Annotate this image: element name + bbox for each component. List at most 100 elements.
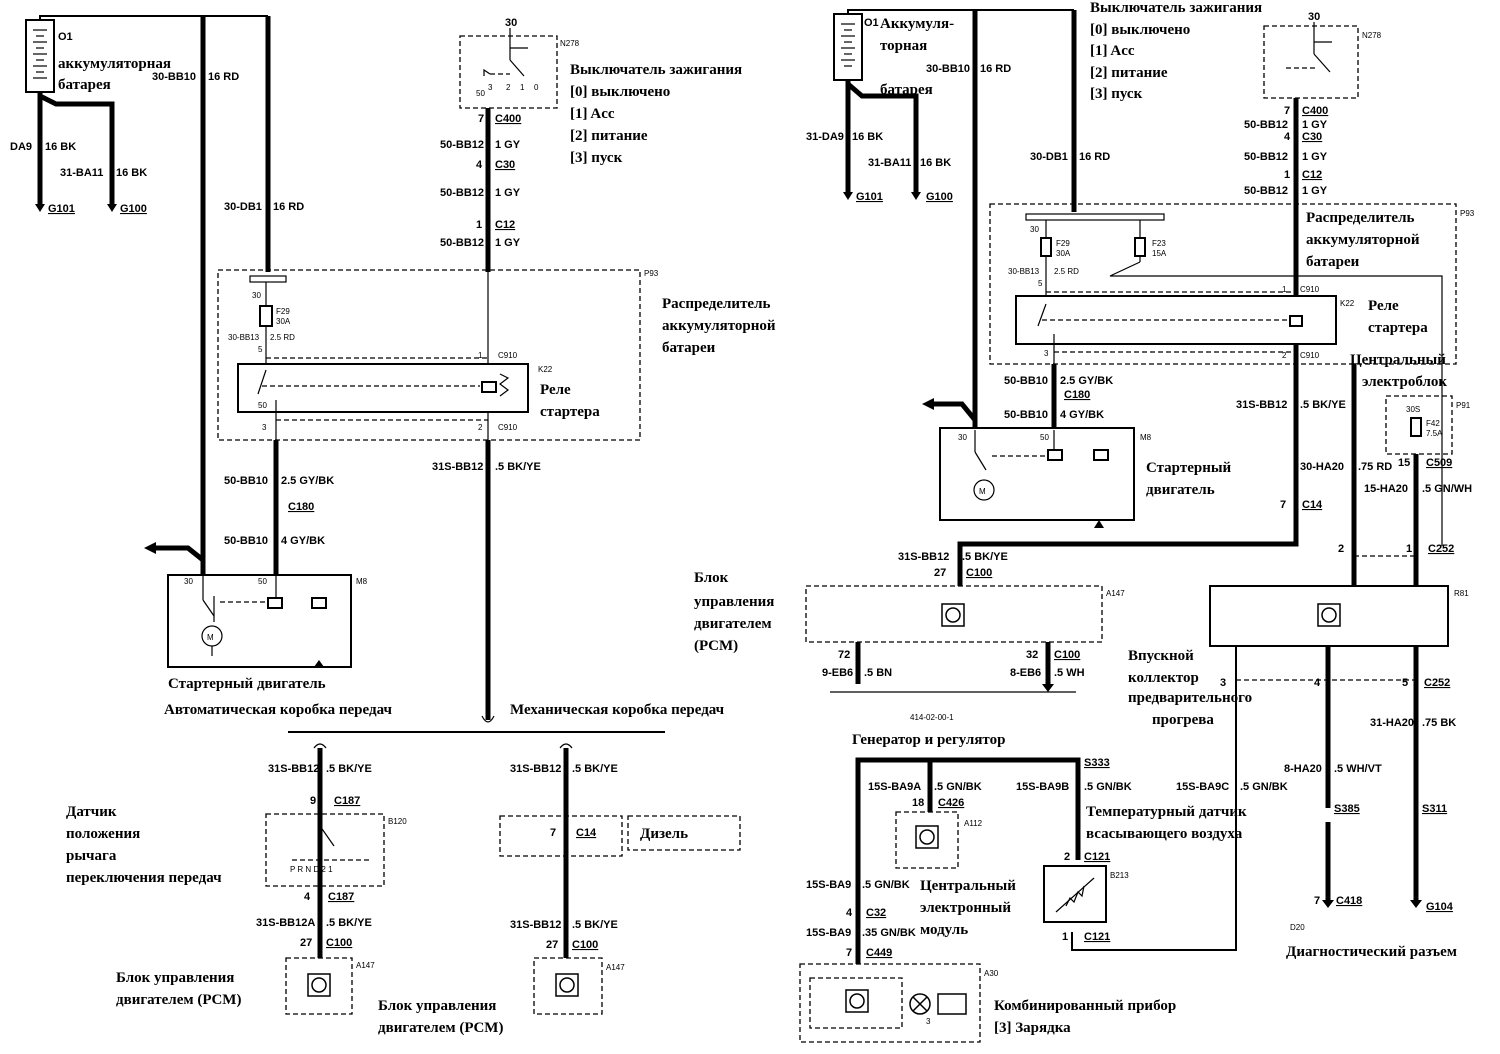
wire: 31S-BB12 bbox=[898, 551, 949, 563]
ref-P93: P93 bbox=[644, 269, 659, 278]
wire: 15S-BA9B bbox=[1016, 781, 1069, 793]
manual-transmission-label: Механическая коробка передач bbox=[510, 702, 725, 718]
connector-C252: C252 bbox=[1424, 677, 1450, 689]
connector-C252: C252 bbox=[1428, 543, 1454, 555]
b120-label: Датчик bbox=[66, 804, 117, 820]
wire-spec: 16 RD bbox=[1079, 151, 1110, 163]
wire: 8-EB6 bbox=[1010, 667, 1041, 679]
pin: 30S bbox=[1406, 405, 1420, 414]
ref-P93: P93 bbox=[1460, 209, 1475, 218]
diagnostic-connector-label: Диагностический разъем bbox=[1286, 944, 1457, 960]
ignition-state: [3] пуск bbox=[1090, 86, 1143, 102]
auto-transmission-label: Автоматическая коробка передач bbox=[164, 702, 392, 718]
pin: 30 bbox=[1308, 11, 1320, 23]
p93-label: батареи bbox=[1306, 254, 1360, 270]
pin: 1 bbox=[1282, 285, 1287, 294]
wire-spec: .5 GN/BK bbox=[934, 781, 982, 793]
relay-label: Реле bbox=[1368, 298, 1399, 314]
cem-label: электронный bbox=[920, 900, 1011, 916]
ref-M8: M8 bbox=[1140, 433, 1152, 442]
wire-spec: .5 BK/YE bbox=[962, 551, 1008, 563]
wire: 15S-BA9C bbox=[1176, 781, 1229, 793]
connector-C14: C14 bbox=[1302, 499, 1323, 511]
starter-motor-label: Стартерный двигатель bbox=[168, 676, 326, 692]
cebl-label: электроблок bbox=[1362, 374, 1447, 390]
connector: C910 bbox=[498, 423, 518, 432]
inlet-label: коллектор bbox=[1128, 670, 1199, 686]
fuse-F42: F42 bbox=[1426, 419, 1440, 428]
ignition-title: Выключатель зажигания bbox=[570, 62, 742, 78]
pin: 50 bbox=[258, 577, 267, 586]
pin: 7 bbox=[478, 113, 484, 125]
battery-label: Аккумуля- bbox=[880, 16, 954, 32]
ref-A147: A147 bbox=[606, 963, 625, 972]
pin: 32 bbox=[1026, 649, 1038, 661]
wire-spec: 1 GY bbox=[1302, 185, 1328, 197]
charge-label: [3] Зарядка bbox=[994, 1020, 1071, 1036]
wire: 30-DB1 bbox=[1030, 151, 1068, 163]
wire: 15S-BA9 bbox=[806, 927, 851, 939]
module-A112 bbox=[895, 811, 959, 869]
pcm-A147-manual: A147 Блок управления двигателем (PCM) bbox=[378, 957, 625, 1036]
fuse-F29: F29 bbox=[1056, 239, 1070, 248]
pin: 2 bbox=[478, 423, 483, 432]
ignition-state-2: [2] питание bbox=[570, 128, 648, 144]
pin: 3 bbox=[1044, 349, 1049, 358]
wire-spec: 16 RD bbox=[208, 71, 239, 83]
wire: 50-BB10 bbox=[1004, 409, 1048, 421]
wire-spec: .5 GN/BK bbox=[1084, 781, 1132, 793]
b120-label: положения bbox=[66, 826, 140, 842]
pin: 2 bbox=[1338, 543, 1344, 555]
wire: 30-BB10 bbox=[926, 63, 970, 75]
wire: 50-BB10 bbox=[1004, 375, 1048, 387]
p93-label: аккумуляторной bbox=[662, 318, 776, 334]
pin: 7 bbox=[1314, 895, 1320, 907]
pin: 27 bbox=[934, 567, 946, 579]
connector-C30: C30 bbox=[495, 159, 515, 171]
pin: 1 bbox=[476, 219, 482, 231]
ref-A147: A147 bbox=[356, 961, 375, 970]
diesel-label: Дизель bbox=[640, 826, 688, 842]
pin: 2 bbox=[1282, 351, 1287, 360]
p93-label: батареи bbox=[662, 340, 716, 356]
cem-label: Центральный bbox=[920, 878, 1016, 894]
right-diagram: O1 Аккумуля- торная батарея 30-BB10 16 R… bbox=[694, 0, 1475, 1043]
pcm-label: (PCM) bbox=[694, 638, 738, 654]
wire: 31S-BB12 bbox=[432, 461, 483, 473]
pin: 1 bbox=[1284, 169, 1290, 181]
ignition-state: [1] Acc bbox=[1090, 43, 1135, 59]
pin: 9 bbox=[310, 795, 316, 807]
splice-S333: S333 bbox=[1084, 757, 1110, 769]
battery-label: торная bbox=[880, 38, 927, 54]
connector-C121: C121 bbox=[1084, 851, 1110, 863]
gear-positions: P R N D 2 1 bbox=[290, 865, 333, 874]
wire: 31S-BB12 bbox=[268, 763, 319, 775]
fuse-F23: F23 bbox=[1152, 239, 1166, 248]
connector-C100: C100 bbox=[966, 567, 992, 579]
starter-label: Стартерный bbox=[1146, 460, 1232, 476]
fuse-amp: 7.5A bbox=[1426, 429, 1443, 438]
p93-label: аккумуляторной bbox=[1306, 232, 1420, 248]
ref-K22: K22 bbox=[538, 365, 553, 374]
connector-C180: C180 bbox=[1064, 389, 1090, 401]
wire: 15S-BA9 bbox=[806, 879, 851, 891]
wire-spec: .75 BK bbox=[1422, 717, 1456, 729]
connector-C449: C449 bbox=[866, 947, 892, 959]
lower-section: S333 15S-BA9A .5 GN/BK 18 C426 A112 15S-… bbox=[799, 757, 1288, 1043]
left-diagram: O1 аккумуляторная батарея 30-BB10 16 RD … bbox=[10, 15, 776, 1036]
battery-icon bbox=[937, 993, 967, 1015]
wire: 31S-BB12 bbox=[510, 919, 561, 931]
pin: 50 bbox=[1040, 433, 1049, 442]
connector-C32: C32 bbox=[866, 907, 886, 919]
pin: 7 bbox=[846, 947, 852, 959]
battery-O1: O1 аккумуляторная батарея bbox=[25, 19, 171, 93]
pcm-label: Блок bbox=[694, 570, 729, 586]
wire-spec: .5 GN/WH bbox=[1422, 483, 1472, 495]
relay-K22-right bbox=[1015, 295, 1337, 345]
wire: 50-BB10 bbox=[224, 475, 268, 487]
pin: 7 bbox=[550, 827, 556, 839]
wire: 30-HA20 bbox=[1300, 461, 1344, 473]
connector-C187: C187 bbox=[328, 891, 354, 903]
ref-B213: B213 bbox=[1110, 871, 1129, 880]
